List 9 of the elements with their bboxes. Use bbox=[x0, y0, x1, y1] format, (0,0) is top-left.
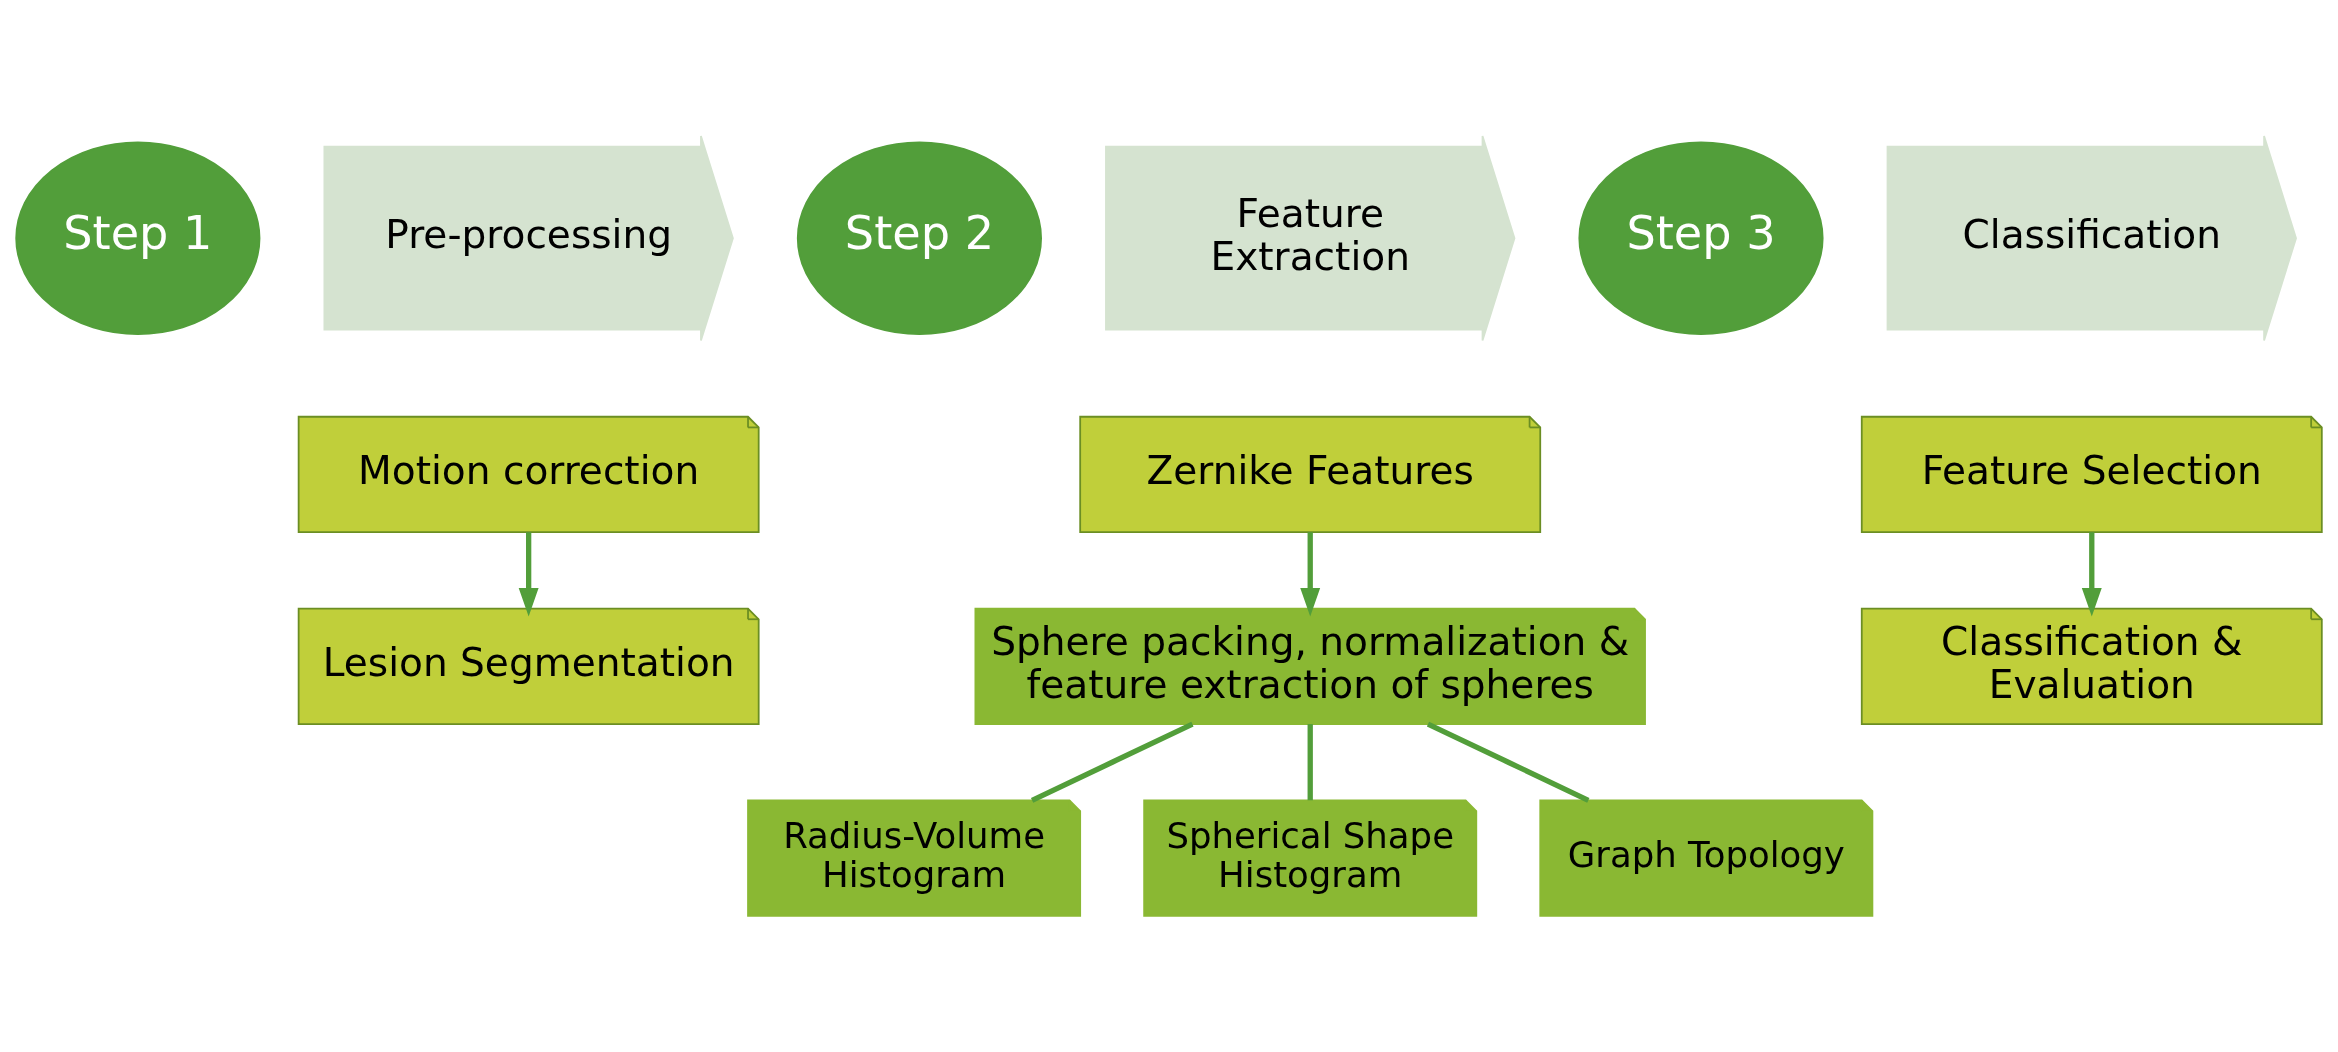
arrow bbox=[1300, 532, 1321, 617]
connector bbox=[1426, 721, 1590, 803]
connector bbox=[1030, 721, 1194, 803]
node-ellipse: Step 3 bbox=[1578, 141, 1824, 336]
node-ellipse: Step 1 bbox=[15, 141, 261, 336]
arrow bbox=[2081, 532, 2102, 617]
arrow bbox=[518, 532, 539, 617]
node-ellipse: Step 2 bbox=[796, 141, 1042, 336]
connector bbox=[1307, 724, 1313, 801]
